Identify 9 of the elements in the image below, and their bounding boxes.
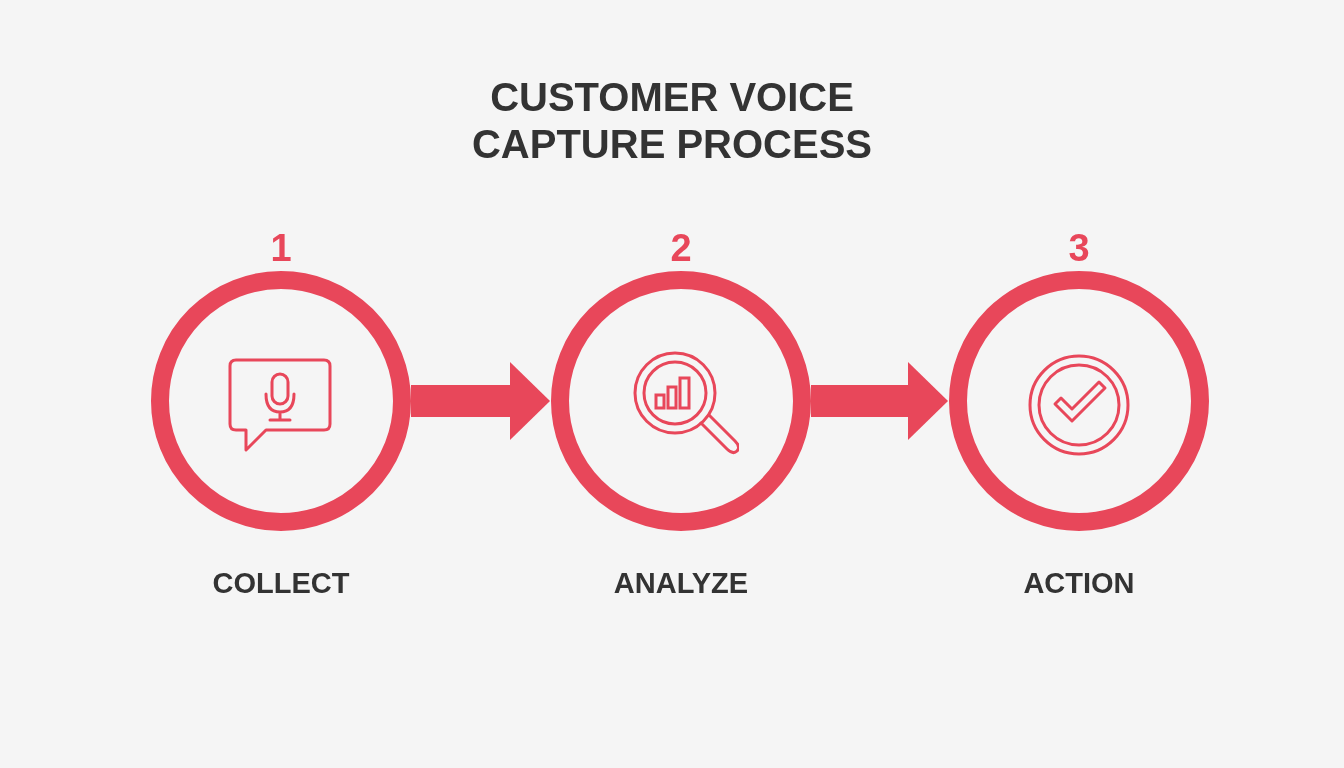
block-arrow (811, 362, 948, 440)
step-number: 2 (669, 226, 693, 270)
diagram-title: CUSTOMER VOICE CAPTURE PROCESS (470, 74, 874, 168)
step-number: 3 (1067, 226, 1091, 270)
block-arrow (411, 362, 550, 440)
step-label: ACTION (1022, 566, 1136, 600)
step-label: ANALYZE (612, 566, 750, 600)
step-number: 1 (269, 226, 293, 270)
step-label: COLLECT (211, 566, 351, 600)
